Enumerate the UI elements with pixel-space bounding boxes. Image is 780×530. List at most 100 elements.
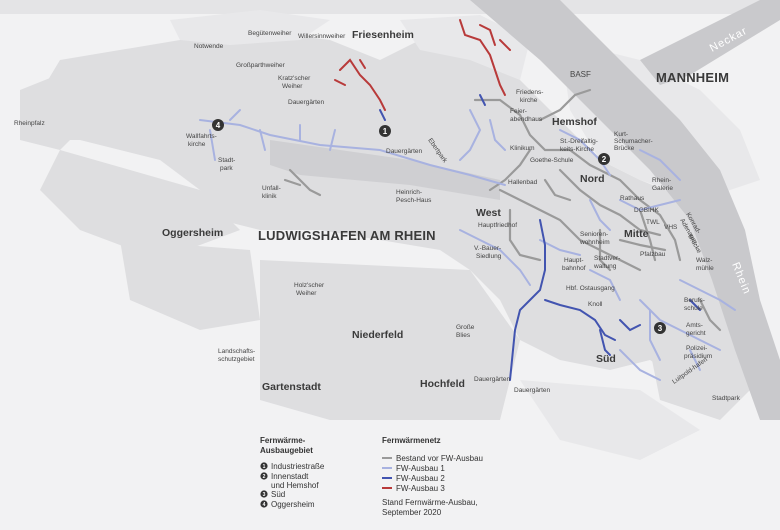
label-berufsschule-2: schule: [684, 305, 703, 312]
label-senioren-1: Senioren-: [580, 231, 608, 238]
label-oggersheim: Oggersheim: [162, 227, 223, 239]
label-ludwigshafen: LUDWIGSHAFEN AM RHEIN: [258, 228, 436, 243]
label-willersinnweiher: Willersinnweiher: [298, 33, 346, 40]
label-unfallklinik-1: Unfall-: [262, 185, 281, 192]
label-hauptfriedhof: Hauptfriedhof: [478, 222, 517, 229]
label-goetheschule: Goethe-Schule: [530, 157, 574, 164]
label-rheingalerie-2: Galerie: [652, 185, 673, 192]
legend-left-item-4: Oggersheim: [271, 500, 315, 509]
label-grossebleis-2: Blies: [456, 332, 471, 339]
label-grossparthweiher: Großparthweiher: [236, 62, 286, 69]
label-amtsgericht-2: gericht: [686, 330, 706, 337]
label-landschaft-1: Landschafts-: [218, 348, 255, 355]
label-stadtverwaltung-1: Stadtver-: [594, 255, 620, 262]
label-hemshof: Hemshof: [552, 116, 597, 128]
network-bestand: [283, 88, 722, 332]
label-stadtpark-2: park: [220, 165, 233, 172]
label-niederfeld: Niederfeld: [352, 329, 403, 341]
legend-left-item-2: Innenstadt: [271, 472, 309, 481]
label-sued: Süd: [596, 353, 616, 365]
label-hallenbad: Hallenbad: [508, 179, 538, 186]
label-hauptbahnhof-1: Haupt-: [564, 257, 584, 264]
label-gartenstadt: Gartenstadt: [262, 381, 321, 393]
label-dgb: DGB: [634, 207, 648, 214]
label-feierabendhaus-2: abendhaus: [510, 116, 543, 123]
label-wallfahrtskirche-1: Wallfahrts-: [186, 133, 217, 140]
label-friesenheim: Friesenheim: [352, 29, 414, 41]
label-twl: TWL: [646, 219, 660, 226]
label-kurtschumacher-2: Schumacher-: [614, 138, 653, 145]
label-heinrichpesch-2: Pesch-Haus: [396, 197, 432, 204]
area-marker-4[interactable]: 4: [212, 119, 224, 131]
top-strip: [0, 0, 780, 14]
river-rhein: [470, 0, 780, 420]
label-kratzscher-2: Weiher: [282, 83, 303, 90]
legend-right-item-ausbau-1: FW-Ausbau 1: [396, 464, 445, 473]
area-marker-3[interactable]: 3: [654, 322, 666, 334]
label-feierabendhaus-1: Feier-: [510, 108, 527, 115]
svg-text:2: 2: [602, 155, 607, 164]
label-holzscher-2: Weiher: [296, 290, 317, 297]
label-friedenskirche-2: kirche: [520, 97, 538, 104]
label-nord: Nord: [580, 173, 605, 185]
legend-left-item-2b: und Hemshof: [271, 481, 319, 490]
network-ausbau-1: [199, 109, 736, 381]
label-dreifaltigkeit-1: St.-Dreifaltig-: [560, 138, 598, 145]
label-ihk: IHK: [648, 207, 660, 214]
label-hochfeld: Hochfeld: [420, 378, 465, 390]
network-ausbau-3: [334, 19, 511, 111]
label-senioren-2: wohnheim: [579, 239, 610, 246]
legend-right-note-2: September 2020: [382, 508, 442, 517]
label-west: West: [476, 207, 501, 219]
label-basf: BASF: [570, 70, 591, 79]
label-rathaus: Rathaus: [620, 195, 645, 202]
rail-yard: [270, 140, 500, 200]
label-vbauer-2: Siedlung: [476, 253, 502, 260]
river-neckar: [640, 0, 780, 85]
label-dauergaerten-2: Dauergärten: [386, 148, 423, 155]
label-berufsschule-1: Berufs-: [684, 297, 705, 304]
legend-right-item-ausbau-2: FW-Ausbau 2: [396, 474, 445, 483]
svg-text:3: 3: [658, 324, 663, 333]
area-marker-2[interactable]: 2: [598, 153, 610, 165]
svg-text:1: 1: [263, 464, 266, 470]
label-vbauer-1: V.-Bauer-: [474, 245, 501, 252]
label-dauergaerten-1: Dauergärten: [288, 99, 325, 106]
label-dauergaerten-3: Dauergärten: [474, 376, 511, 383]
label-kurtschumacher-3: Brücke: [614, 145, 635, 152]
label-wallfahrtskirche-2: kirche: [188, 141, 206, 148]
network-ausbau-2: [379, 94, 701, 381]
svg-text:1: 1: [383, 127, 388, 136]
legend-ausbaugebiet: Fernwärme- Ausbaugebiet 1 Industriestraß…: [260, 436, 325, 509]
label-knoll: Knoll: [588, 301, 603, 308]
label-friedenskirche-1: Friedens-: [516, 89, 543, 96]
svg-text:2: 2: [263, 474, 266, 480]
label-stadtpark-sued: Stadtpark: [712, 395, 741, 402]
label-unfallklinik-2: klinik: [262, 193, 277, 200]
label-grossebleis-1: Große: [456, 324, 475, 331]
label-klinikum: Klinikum: [510, 145, 535, 152]
legend-left-title-1: Fernwärme-: [260, 436, 306, 445]
legend-left-title-2: Ausbaugebiet: [260, 446, 313, 455]
label-begueteweiher: Begütenweiher: [248, 30, 292, 37]
legend-right-item-ausbau-3: FW-Ausbau 3: [396, 484, 445, 493]
legend-right-note-1: Stand Fernwärme-Ausbau,: [382, 498, 478, 507]
legend-fernwaermenetz: Fernwärmenetz Bestand vor FW-Ausbau FW-A…: [382, 436, 483, 517]
label-rheinpfalz: Rheinpfalz: [14, 120, 45, 127]
label-stadtverwaltung-2: waltung: [593, 263, 617, 270]
label-hauptbahnhof-2: bahnhof: [562, 265, 586, 272]
label-dreifaltigkeit-2: keits-Kirche: [560, 146, 594, 153]
label-heinrichpesch-1: Heinrich-: [396, 189, 422, 196]
legend-left-item-1: Industriestraße: [271, 462, 325, 471]
label-polizei-1: Polizei-: [686, 345, 707, 352]
legend-right-title: Fernwärmenetz: [382, 436, 441, 445]
area-marker-1[interactable]: 1: [379, 125, 391, 137]
label-hbfostausgang: Hbf. Ostausgang: [566, 285, 615, 292]
label-rheingalerie-1: Rhein-: [652, 177, 671, 184]
legend-left-item-3: Süd: [271, 490, 285, 499]
svg-text:4: 4: [216, 121, 221, 130]
label-kratzscher-1: Kratz'scher: [278, 75, 311, 82]
label-stadtpark-1: Stadt-: [218, 157, 235, 164]
label-polizei-2: präsidium: [684, 353, 712, 360]
